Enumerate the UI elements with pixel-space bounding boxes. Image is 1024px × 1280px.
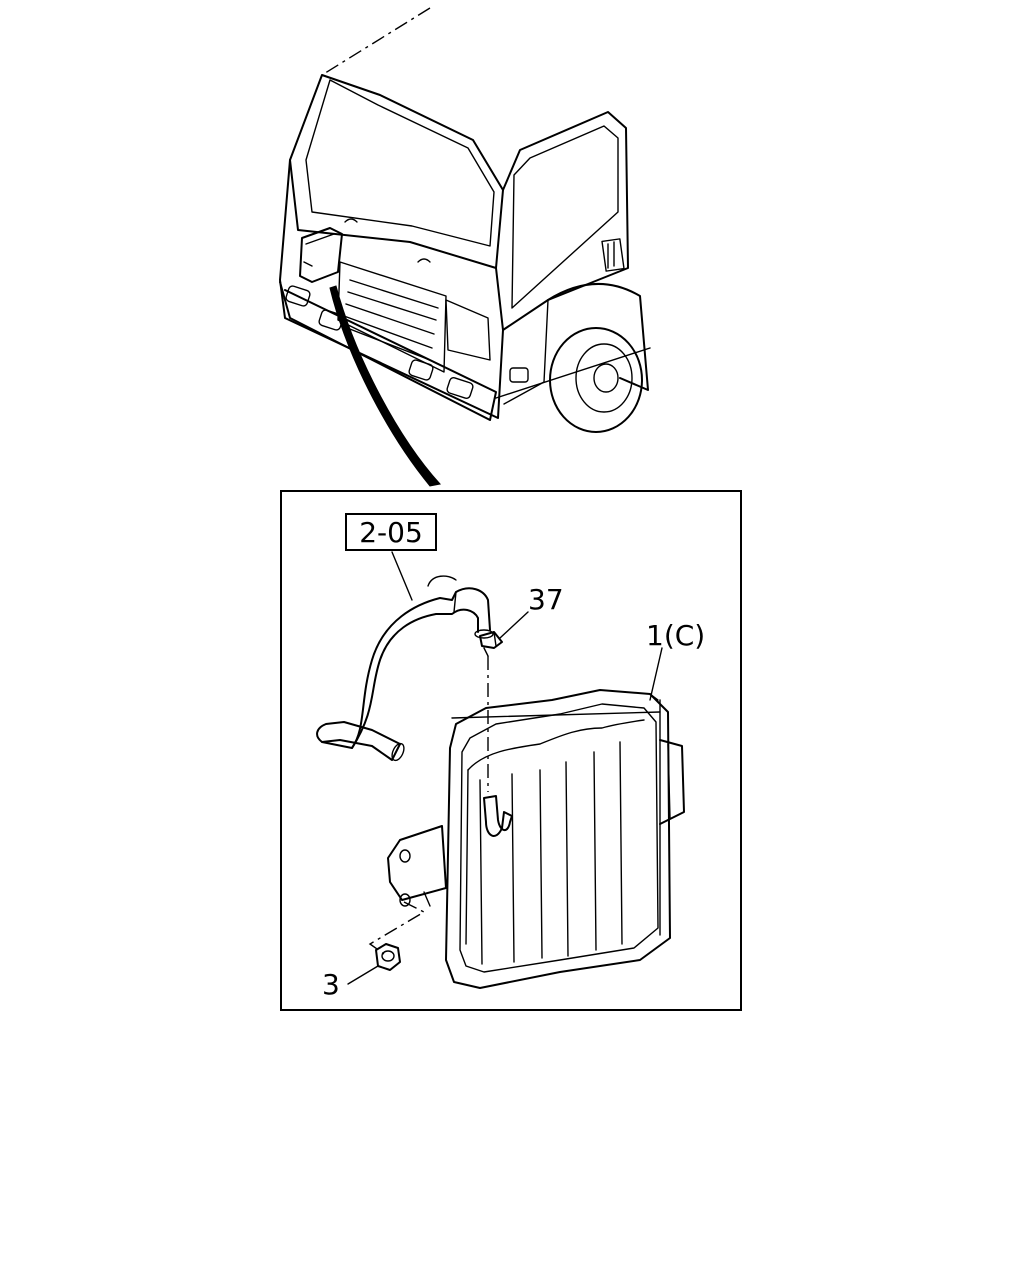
tank-callout: 1(C)	[646, 619, 705, 652]
hose	[316, 575, 494, 762]
nut-callout: 3	[322, 968, 340, 1001]
clip-callout: 37	[528, 583, 564, 616]
detail-leader-line	[329, 285, 441, 487]
reference-box: 2-05	[345, 513, 437, 551]
truck-cab-illustration	[279, 7, 651, 433]
clip-part: 37	[479, 583, 564, 657]
nut-part: 3	[322, 901, 426, 1001]
washer-tank	[387, 689, 685, 989]
reference-box-label: 2-05	[359, 516, 423, 549]
detail-frame	[280, 490, 742, 1011]
